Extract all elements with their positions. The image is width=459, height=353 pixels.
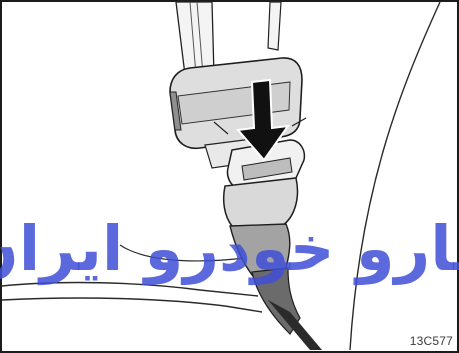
figure-code-label: 13C577: [410, 334, 453, 348]
watermark-text: فارو خودرو ایران: [0, 212, 459, 285]
